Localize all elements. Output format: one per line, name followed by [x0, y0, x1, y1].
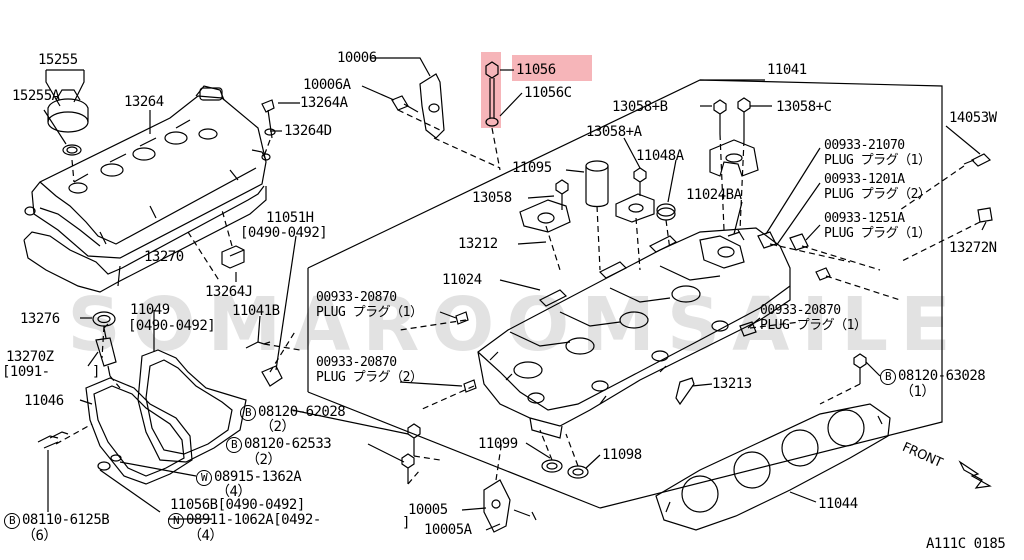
stud-bolt-11056	[486, 62, 498, 118]
label-00933-20870-c[interactable]: 00933-20870	[316, 355, 397, 370]
label-15255A[interactable]: 15255A	[12, 88, 60, 104]
label-13058A[interactable]: 13058+A	[586, 124, 642, 140]
label-11056[interactable]: 11056	[516, 62, 556, 78]
label-13058C[interactable]: 13058+C	[776, 99, 832, 115]
label-00933-1201A[interactable]: 00933-1201A	[824, 172, 905, 187]
timing-cover-11046	[86, 378, 192, 484]
label-plug-1-c: PLUG プラグ（1）	[316, 305, 423, 320]
label-13276[interactable]: 13276	[20, 311, 60, 327]
label-14053W[interactable]: 14053W	[949, 110, 997, 126]
label-10006A[interactable]: 10006A	[303, 77, 351, 93]
b-circle-icon: B	[226, 437, 242, 453]
label-11024BA[interactable]: 11024BA	[686, 187, 742, 203]
label-08120-63028-qty: （1）	[900, 384, 935, 400]
label-13270Z[interactable]: 13270Z	[6, 349, 54, 365]
assembly-guides	[56, 110, 980, 484]
grommet-13276	[93, 312, 115, 326]
w-circle-icon: W	[196, 470, 212, 486]
highlight-part-11056	[512, 55, 592, 81]
label-13058B[interactable]: 13058+B	[612, 99, 668, 115]
label-13270[interactable]: 13270	[144, 249, 184, 265]
label-13264J[interactable]: 13264J	[205, 284, 253, 300]
label-13058[interactable]: 13058	[472, 190, 512, 206]
front-arrow	[960, 462, 990, 488]
cam-cap-13058C	[710, 140, 758, 176]
cover-gasket	[24, 186, 266, 292]
label-08911-close: ]	[402, 515, 410, 531]
valve-cover	[25, 86, 270, 258]
head-gasket-11044	[656, 404, 890, 530]
cam-bracket-13058	[520, 200, 570, 232]
diagram-code: A111C 0185	[926, 536, 1006, 552]
label-11099[interactable]: 11099	[478, 436, 518, 452]
watermark: SOMAROOMSAILE	[67, 282, 963, 368]
label-13212[interactable]: 13212	[458, 236, 498, 252]
label-plug-2-a: PLUG プラグ（2）	[824, 187, 931, 202]
cylinder-head	[478, 228, 790, 438]
label-10005A[interactable]: 10005A	[424, 522, 472, 538]
label-08120-62533-qty: （2）	[246, 452, 281, 468]
label-11056B[interactable]: 11056B[0490-0492]	[170, 497, 305, 513]
label-13264D[interactable]: 13264D	[284, 123, 332, 139]
label-11048A[interactable]: 11048A	[636, 148, 684, 164]
label-13272N[interactable]: 13272N	[949, 240, 997, 256]
leader-lines	[44, 58, 986, 530]
label-08120-62028-qty: （2）	[260, 419, 295, 435]
label-11098[interactable]: 11098	[602, 447, 642, 463]
b-circle-icon: B	[240, 405, 256, 421]
label-11095[interactable]: 11095	[512, 160, 552, 176]
bracket-10006	[420, 74, 444, 138]
label-15255[interactable]: 15255	[38, 52, 78, 68]
assembly-frame	[308, 80, 942, 508]
label-plug-1-b: PLUG プラグ（1）	[824, 226, 931, 241]
oil-filler-cap	[48, 90, 88, 155]
label-13270Z-close: ]	[92, 364, 100, 380]
label-10005[interactable]: 10005	[408, 502, 448, 518]
label-11041[interactable]: 11041	[767, 62, 807, 78]
label-08110-6125B-qty: （6）	[22, 528, 57, 544]
label-11024[interactable]: 11024	[442, 272, 482, 288]
label-00933-1251A[interactable]: 00933-1251A	[824, 211, 905, 226]
label-plug-2-b: PLUG プラグ（2）	[316, 370, 423, 385]
label-08915-1362A-qty: （4）	[216, 484, 251, 500]
label-plug-1-d: PLUG プラグ（1）	[760, 318, 867, 333]
label-11051H[interactable]: 11051H	[266, 210, 314, 226]
label-11041B[interactable]: 11041B	[232, 303, 280, 319]
label-13264[interactable]: 13264	[124, 94, 164, 110]
label-13270Z-range: [1091-	[2, 364, 50, 380]
label-13264A[interactable]: 13264A	[300, 95, 348, 111]
label-11046[interactable]: 11046	[24, 393, 64, 409]
b-circle-icon: B	[4, 513, 20, 529]
label-13213[interactable]: 13213	[712, 376, 752, 392]
label-11056C[interactable]: 11056C	[524, 85, 572, 101]
label-00933-20870-b[interactable]: 00933-20870	[760, 303, 841, 318]
n-circle-icon: N	[168, 513, 184, 529]
label-08911-1062A-qty: （4）	[188, 528, 223, 544]
label-10006[interactable]: 10006	[337, 50, 377, 66]
label-11051H-range: [0490-0492]	[240, 225, 328, 241]
label-11044[interactable]: 11044	[818, 496, 858, 512]
label-00933-21070[interactable]: 00933-21070	[824, 138, 905, 153]
label-11049-range: [0490-0492]	[128, 318, 216, 334]
label-11049[interactable]: 11049	[130, 302, 170, 318]
label-plug-1-a: PLUG プラグ（1）	[824, 153, 931, 168]
b-circle-icon: B	[880, 369, 896, 385]
label-00933-20870-a[interactable]: 00933-20870	[316, 290, 397, 305]
